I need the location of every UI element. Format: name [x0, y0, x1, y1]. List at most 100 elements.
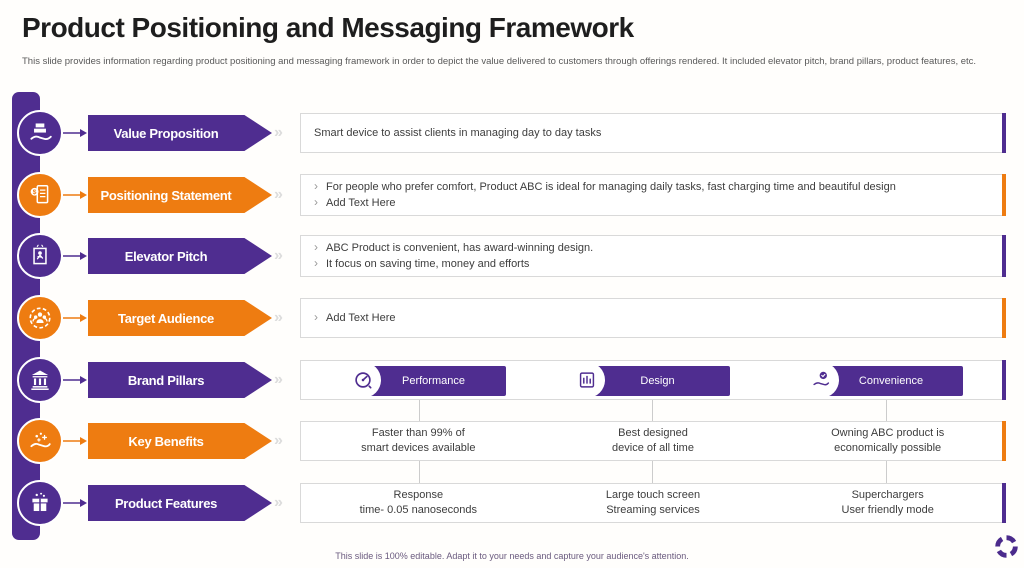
benefit-column: Best designed device of all time	[612, 427, 694, 454]
bullet-icon: ›	[314, 256, 318, 270]
accent-bar	[1002, 483, 1006, 523]
brand-logo-icon	[993, 533, 1020, 565]
document-dollar-icon: $	[17, 172, 63, 218]
hand-sparkles-icon	[17, 418, 63, 464]
content-box-target-audience[interactable]: › Add Text Here	[300, 298, 1006, 338]
row-label: Product Features	[114, 495, 218, 511]
content-line: Smart device to assist clients in managi…	[314, 126, 602, 139]
connector-arrow	[63, 191, 87, 199]
column-connector-line	[652, 400, 653, 422]
pillar-label: Design	[640, 375, 675, 387]
add-text-placeholder: Add Text Here	[326, 197, 396, 209]
pillar-design[interactable]: Design	[585, 366, 730, 396]
pillar-performance[interactable]: Performance	[361, 366, 506, 396]
pillar-convenience[interactable]: Convenience	[819, 366, 963, 396]
column-connector-line	[886, 400, 887, 422]
bullet-icon: ›	[314, 240, 318, 254]
accent-bar	[1002, 298, 1006, 338]
footer-note: This slide is 100% editable. Adapt it to…	[335, 551, 689, 561]
content-line: › For people who prefer comfort, Product …	[314, 179, 1005, 195]
bank-pillars-icon	[17, 357, 63, 403]
content-line[interactable]: › Add Text Here	[314, 310, 1005, 326]
benefit-column: Owning ABC product is economically possi…	[831, 427, 945, 454]
label-chevron-target-audience[interactable]: Target Audience	[88, 300, 272, 336]
content-box-value-proposition[interactable]: Smart device to assist clients in managi…	[300, 113, 1006, 153]
row-label: Positioning Statement	[100, 187, 232, 203]
content-lines: › Add Text Here	[301, 299, 1005, 337]
bullet-icon: ›	[314, 195, 318, 209]
benefit-columns: Faster than 99% of smart devices availab…	[301, 422, 1005, 460]
feature-column: Response time- 0.05 nanoseconds	[359, 489, 478, 516]
label-chevron-key-benefits[interactable]: Key Benefits	[88, 423, 272, 459]
double-chevron-icon: »	[274, 186, 283, 203]
content-box-elevator-pitch[interactable]: › ABC Product is convenient, has award-wi…	[300, 235, 1006, 277]
label-chevron-product-features[interactable]: Product Features	[88, 485, 272, 521]
pillar-label: Performance	[402, 375, 465, 387]
label-chevron-positioning-statement[interactable]: Positioning Statement	[88, 177, 272, 213]
double-chevron-icon: »	[274, 371, 283, 388]
content-lines: Smart device to assist clients in managi…	[301, 114, 1005, 152]
connector-arrow	[63, 499, 87, 507]
bullet-icon: ›	[314, 310, 318, 324]
content-line: › ABC Product is convenient, has award-wi…	[314, 240, 1005, 256]
row-label: Brand Pillars	[127, 372, 205, 388]
connector-arrow	[63, 314, 87, 322]
feature-columns: Response time- 0.05 nanoseconds Large to…	[301, 484, 1005, 522]
double-chevron-icon: »	[274, 124, 283, 141]
hand-check-icon	[803, 362, 839, 398]
content-box-key-benefits[interactable]: Faster than 99% of smart devices availab…	[300, 421, 1006, 461]
label-chevron-value-proposition[interactable]: Value Proposition	[88, 115, 272, 151]
feature-column: Superchargers User friendly mode	[841, 489, 934, 516]
gauge-icon	[345, 362, 381, 398]
column-connector-line	[886, 461, 887, 484]
double-chevron-icon: »	[274, 309, 283, 326]
design-blocks-icon	[569, 362, 605, 398]
elevator-person-icon	[17, 233, 63, 279]
hand-holding-gifts-icon	[17, 110, 63, 156]
accent-bar	[1002, 174, 1006, 216]
benefit-column: Faster than 99% of smart devices availab…	[361, 427, 476, 454]
add-text-placeholder: Add Text Here	[326, 312, 396, 324]
svg-text:$: $	[33, 189, 37, 196]
double-chevron-icon: »	[274, 247, 283, 264]
content-lines: › For people who prefer comfort, Product …	[301, 175, 1005, 215]
line-text: ABC Product is convenient, has award-win…	[326, 242, 594, 254]
pillar-label: Convenience	[858, 375, 924, 387]
audience-group-icon	[17, 295, 63, 341]
content-line[interactable]: › Add Text Here	[314, 195, 1005, 211]
accent-bar	[1002, 235, 1006, 277]
content-box-product-features[interactable]: Response time- 0.05 nanoseconds Large to…	[300, 483, 1006, 523]
row-label: Target Audience	[118, 310, 214, 326]
accent-bar	[1002, 113, 1006, 153]
row-label: Value Proposition	[113, 125, 219, 141]
label-chevron-brand-pillars[interactable]: Brand Pillars	[88, 362, 272, 398]
content-box-brand-pillars: Performance Design Conveni	[300, 360, 1006, 400]
feature-column: Large touch screen Streaming services	[605, 489, 701, 516]
double-chevron-icon: »	[274, 432, 283, 449]
connector-arrow	[63, 129, 87, 137]
bullet-icon: ›	[314, 179, 318, 193]
column-connector-line	[652, 461, 653, 484]
connector-arrow	[63, 437, 87, 445]
content-box-positioning-statement[interactable]: › For people who prefer comfort, Product …	[300, 174, 1006, 216]
row-label: Elevator Pitch	[124, 248, 208, 264]
line-text: For people who prefer comfort, Product A…	[326, 181, 896, 193]
page-title: Product Positioning and Messaging Framew…	[22, 12, 634, 43]
connector-arrow	[63, 376, 87, 384]
label-chevron-elevator-pitch[interactable]: Elevator Pitch	[88, 238, 272, 274]
content-line: › It focus on saving time, money and effo…	[314, 256, 1005, 272]
row-label: Key Benefits	[128, 433, 204, 449]
connector-arrow	[63, 252, 87, 260]
accent-bar	[1002, 421, 1006, 461]
line-text: It focus on saving time, money and effor…	[326, 258, 530, 270]
column-connector-line	[419, 461, 420, 484]
double-chevron-icon: »	[274, 494, 283, 511]
